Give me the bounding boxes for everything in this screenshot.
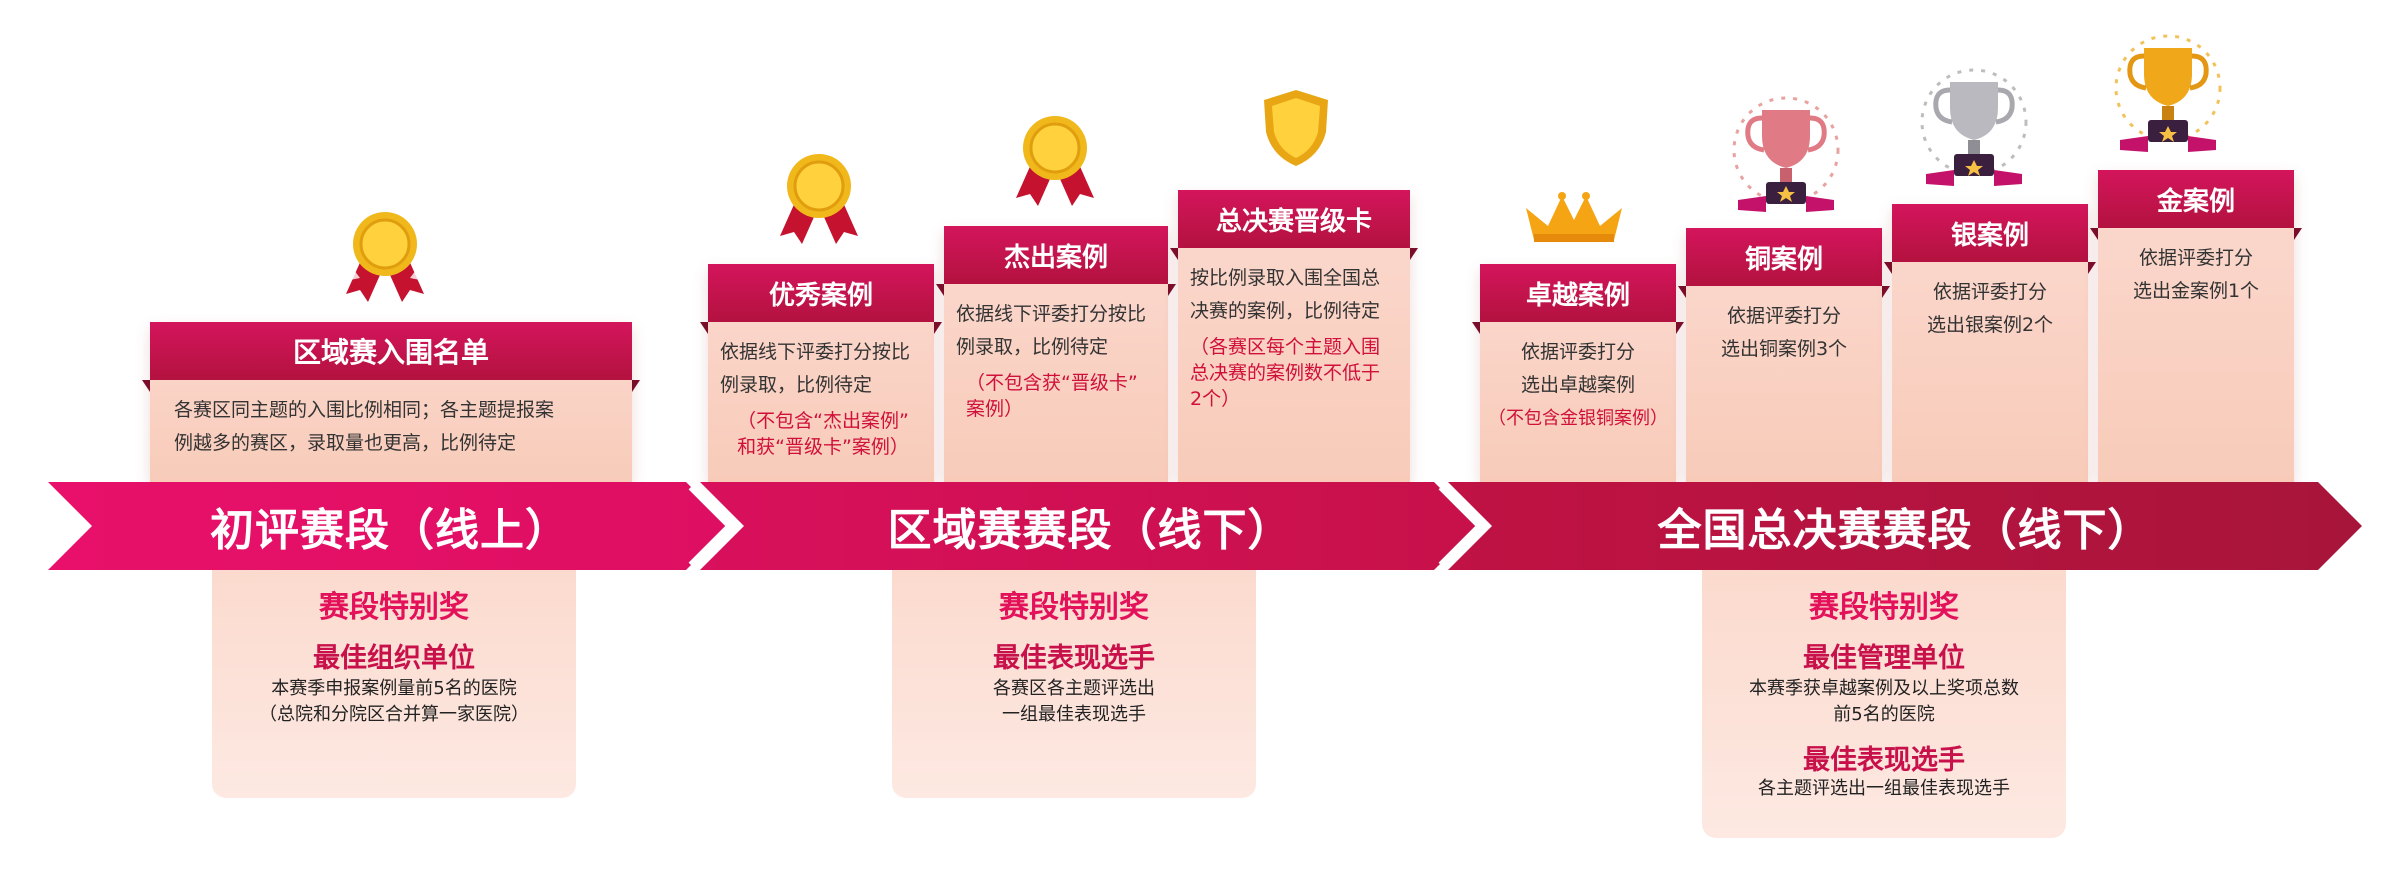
card-silver: 银案例 依据评委打分 选出银案例2个 xyxy=(1884,204,2096,482)
stage-label-3: 全国总决赛赛段（线下） xyxy=(1657,505,2153,556)
card-title: 金案例 xyxy=(2098,170,2294,228)
gold-shield-icon xyxy=(1256,86,1336,170)
special-award-name: 最佳表现选手 xyxy=(1803,745,1965,776)
card-outstanding: 杰出案例 依据线下评委打分按比 例录取，比例待定 （不包含获“晋级卡” 案例） xyxy=(936,226,1176,482)
crown-icon xyxy=(1522,190,1626,246)
card-title: 铜案例 xyxy=(1686,228,1882,286)
special-award-name: 最佳组织单位 xyxy=(313,643,475,674)
stage-arrow-1 xyxy=(48,482,730,570)
card-title: 优秀案例 xyxy=(708,264,934,322)
special-award-desc: 各主题评选出一组最佳表现选手 xyxy=(1758,778,2010,799)
card-body: 各赛区同主题的入围比例相同；各主题提报案 例越多的赛区，录取量也更高，比例待定 xyxy=(174,399,555,454)
card-body: 依据评委打分 选出卓越案例 （不包含金银铜案例） xyxy=(1488,341,1668,429)
card-title: 总决赛晋级卡 xyxy=(1178,190,1410,248)
special-award-name: 最佳管理单位 xyxy=(1803,643,1965,674)
gold-medal-icon xyxy=(340,208,430,304)
card-title: 银案例 xyxy=(1892,204,2088,262)
card-final-card: 总决赛晋级卡 按比例录取入围全国总 决赛的案例，比例待定 （各赛区每个主题入围 … xyxy=(1170,190,1418,482)
card-title: 杰出案例 xyxy=(944,226,1168,284)
card-body: 依据评委打分 选出金案例1个 xyxy=(2132,247,2260,302)
stage-arrow-3 xyxy=(1448,482,2362,570)
card-body: 依据评委打分 选出银案例2个 xyxy=(1926,281,2054,336)
special-award-desc: 本赛季申报案例量前5名的医院 （总院和分院区合并算一家医院） xyxy=(259,678,529,725)
bronze-trophy-icon xyxy=(1724,92,1848,220)
silver-trophy-icon xyxy=(1912,64,2036,194)
special-award-name: 最佳表现选手 xyxy=(993,643,1155,674)
card-bronze: 铜案例 依据评委打分 选出铜案例3个 xyxy=(1678,228,1890,482)
special-award-desc: 各赛区各主题评选出 一组最佳表现选手 xyxy=(993,678,1155,725)
stage-band xyxy=(48,482,2362,570)
gold-trophy-icon xyxy=(2106,30,2230,164)
gold-medal-icon xyxy=(1010,112,1100,208)
card-title: 区域赛入围名单 xyxy=(150,322,632,380)
card-body: 依据线下评委打分按比 例录取，比例待定 （不包含获“晋级卡” 案例） xyxy=(956,303,1147,420)
stage-arrow-2 xyxy=(700,482,1478,570)
card-superior: 卓越案例 依据评委打分 选出卓越案例 （不包含金银铜案例） xyxy=(1472,264,1684,482)
special-award-box-3: 赛段特别奖 最佳管理单位 本赛季获卓越案例及以上奖项总数 前5名的医院 最佳表现… xyxy=(1702,520,2066,838)
special-award-title: 赛段特别奖 xyxy=(319,590,469,625)
card-excellent: 优秀案例 依据线下评委打分按比 例录取，比例待定 （不包含“杰出案例” 和获“晋… xyxy=(700,264,942,482)
card-title: 卓越案例 xyxy=(1480,264,1676,322)
special-award-title: 赛段特别奖 xyxy=(1809,590,1959,625)
card-regional-list: 区域赛入围名单 各赛区同主题的入围比例相同；各主题提报案 例越多的赛区，录取量也… xyxy=(142,322,640,482)
card-body: 依据线下评委打分按比 例录取，比例待定 （不包含“杰出案例” 和获“晋级卡”案例… xyxy=(720,341,911,458)
stage-label-2: 区域赛赛段（线下） xyxy=(887,505,1293,556)
card-body: 依据评委打分 选出铜案例3个 xyxy=(1720,305,1848,360)
stage-label-1: 初评赛段（线上） xyxy=(210,505,570,556)
card-gold: 金案例 依据评委打分 选出金案例1个 xyxy=(2090,170,2302,482)
special-award-desc: 本赛季获卓越案例及以上奖项总数 前5名的医院 xyxy=(1749,678,2019,725)
gold-medal-icon xyxy=(774,150,864,246)
card-body: 按比例录取入围全国总 决赛的案例，比例待定 （各赛区每个主题入围 总决赛的案例数… xyxy=(1190,267,1381,410)
special-award-title: 赛段特别奖 xyxy=(999,590,1149,625)
